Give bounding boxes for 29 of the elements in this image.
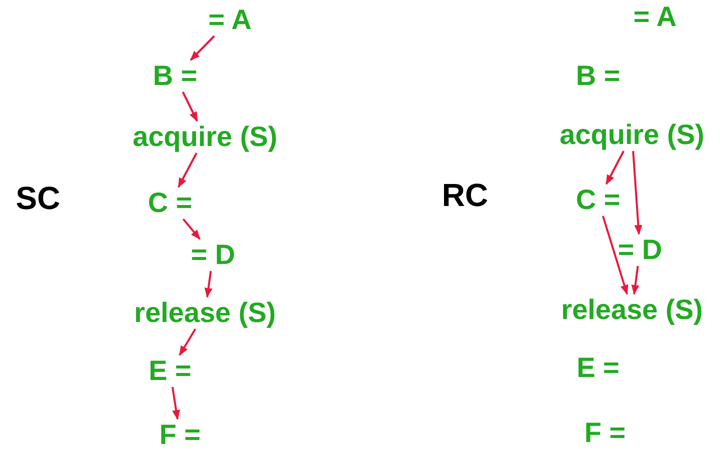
statement-text: E = xyxy=(148,356,192,386)
statement-text: = A xyxy=(208,5,252,35)
arrow xyxy=(190,35,215,61)
model-label: RC xyxy=(442,178,488,212)
model-label: SC xyxy=(16,181,60,215)
statement-text: F = xyxy=(159,420,201,450)
statement-text: = D xyxy=(618,235,662,265)
arrow xyxy=(172,386,180,420)
statement-text: B = xyxy=(576,61,620,91)
arrow xyxy=(632,150,642,235)
statement-text: release (S) xyxy=(561,295,703,325)
arrow xyxy=(605,150,625,185)
arrow xyxy=(178,328,196,356)
statement-text: = D xyxy=(190,240,236,270)
arrow xyxy=(631,266,640,295)
arrow xyxy=(182,218,201,240)
statement-text: acquire (S) xyxy=(132,122,278,152)
arrow xyxy=(602,216,628,295)
statement-text: B = xyxy=(152,61,198,91)
statement-text: C = xyxy=(148,188,192,218)
statement-text: = A xyxy=(633,2,677,32)
arrow xyxy=(204,270,212,298)
arrow xyxy=(182,92,198,122)
statement-text: release (S) xyxy=(134,298,276,328)
arrow xyxy=(178,152,198,188)
statement-text: acquire (S) xyxy=(560,120,704,150)
statement-text: F = xyxy=(584,418,626,448)
statement-text: E = xyxy=(576,353,620,383)
statement-text: C = xyxy=(576,185,620,215)
